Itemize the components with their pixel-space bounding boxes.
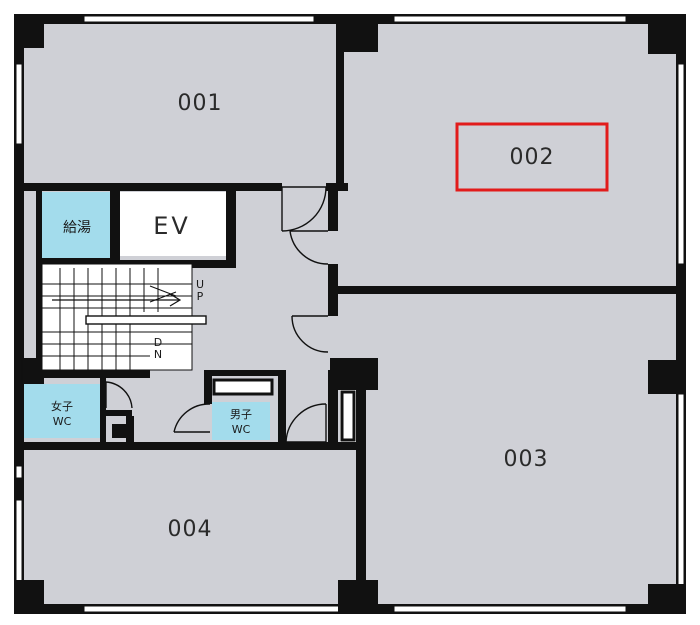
womens-wc-label-1: 女子 [51,399,73,413]
womens-wc-label-2: WC [53,415,72,428]
door-jamb-003 [340,390,356,442]
elevator-label: EV [153,212,191,240]
stairs-up-label-2: P [197,290,204,303]
windows [15,15,685,613]
mens-wc-room[interactable] [212,402,270,440]
stairs-up-label-1: U [196,278,204,291]
stairs-down-label-1: D [154,336,162,349]
mens-wc-label-1: 男子 [230,408,252,421]
elevator-shaft [120,192,228,256]
room-001-area[interactable] [22,22,372,187]
room-001-label: 001 [178,91,223,116]
stairs-down-label-2: N [154,348,162,361]
room-003-label: 003 [504,447,549,472]
columns [14,14,686,614]
kitchenette-label: 給湯 [63,219,91,236]
selected-room-highlight [455,122,609,192]
staircase [41,263,207,371]
room-004-label: 004 [168,517,213,542]
mens-wc-label-2: WC [232,423,251,436]
room-003-area[interactable] [340,292,676,612]
mens-wc-fixture [212,378,274,396]
kitchenette-room[interactable] [42,192,112,260]
room-002-label: 002 [510,145,555,170]
room-002-area[interactable] [340,22,676,292]
womens-wc-room[interactable] [24,384,100,438]
room-004-area[interactable] [22,446,360,612]
